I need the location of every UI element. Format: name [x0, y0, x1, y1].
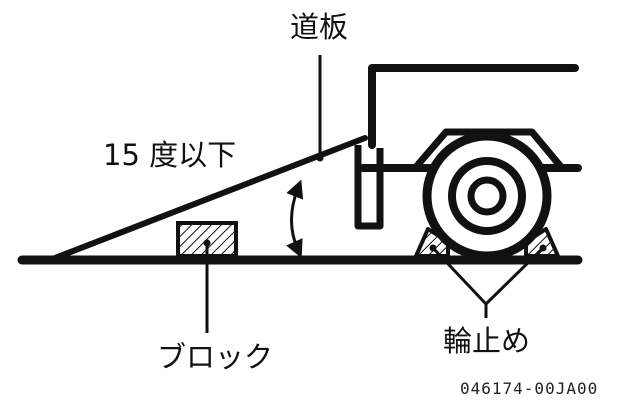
wheel-chock-left — [414, 227, 450, 258]
wheel-chock-right — [524, 227, 560, 258]
ramp-plate — [52, 135, 368, 261]
chock-leader-dot-right — [539, 244, 547, 252]
wheel — [422, 131, 552, 261]
figure-code: 046174-00JA00 — [460, 379, 598, 398]
chock-label: 輪止め — [443, 324, 530, 358]
angle-arc — [286, 179, 304, 259]
block-leader-dot — [203, 239, 211, 247]
block-label: ブロック — [157, 340, 273, 374]
chock-leader-dot-left — [429, 244, 437, 252]
plate-label: 道板 — [290, 10, 348, 44]
angle-label: 15 度以下 — [103, 138, 236, 172]
plate-leader-dot — [316, 154, 324, 162]
